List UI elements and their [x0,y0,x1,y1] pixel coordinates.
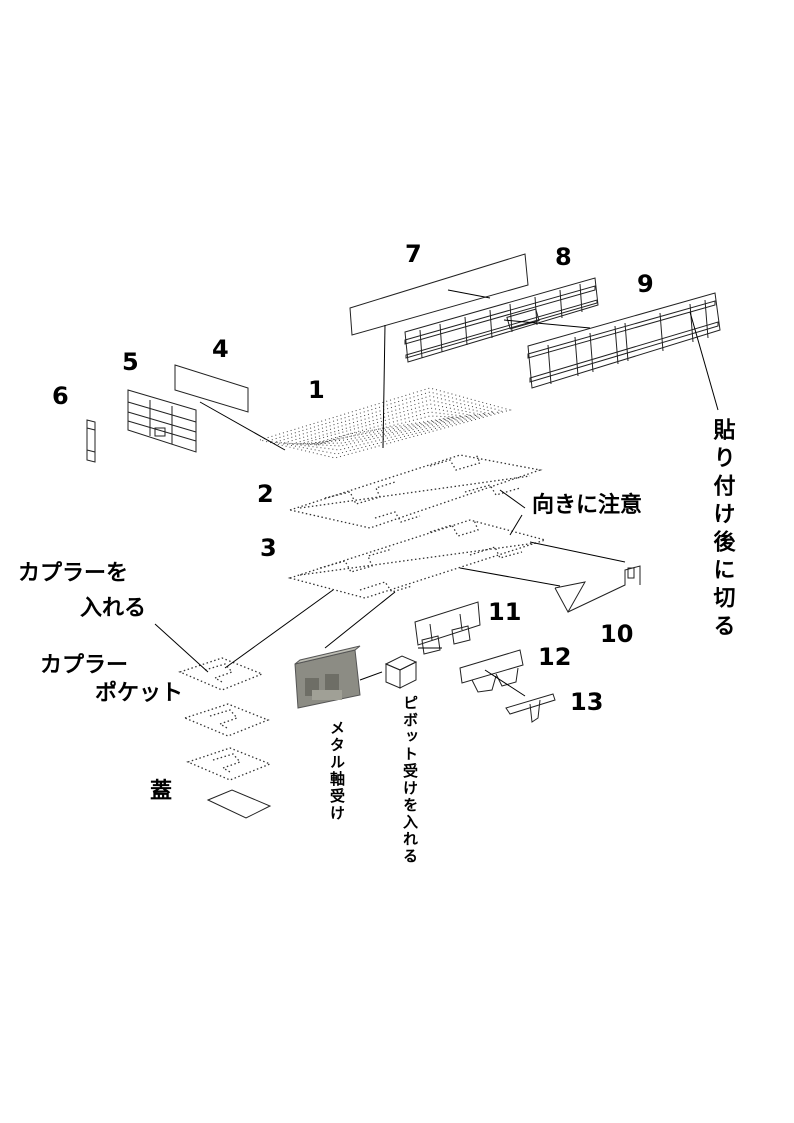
part-2-floor-plate [287,453,543,529]
part-8-side-frame [404,277,599,363]
leader-lines [154,289,719,697]
coupler-pocket-1 [178,657,264,691]
part-6-end-piece [86,419,96,463]
note-lid: 蓋 [150,778,172,804]
label-part-5: 5 [122,348,139,376]
part-7-plate [349,253,529,336]
label-part-2: 2 [257,480,274,508]
part-13-plate [505,693,556,723]
label-part-1: 1 [308,376,325,404]
pivot-bearing-cube [384,655,418,689]
label-part-11: 11 [488,598,521,626]
coupler-pocket-3 [186,747,272,781]
coupler-pocket-2 [183,703,270,737]
part-number-labels: 1 2 3 4 5 6 7 8 9 10 11 12 13 [52,240,654,716]
label-part-8: 8 [555,243,572,271]
part-5-end-plate [127,389,197,453]
annotation-labels: 向きに注意 カプラーを 入れる カプラー ポケット 蓋 [18,492,642,804]
part-11-bolster [414,601,481,655]
vertical-annotation-labels: 貼り付け後に切る メタル軸受け ピボット受けを入れる [328,417,736,865]
label-part-12: 12 [538,643,571,671]
label-part-9: 9 [637,270,654,298]
label-part-4: 4 [212,335,229,363]
part-4-plate [174,364,249,413]
metal-bearing-block [294,645,361,709]
note-coupler-pocket-line2: ポケット [95,680,183,706]
label-part-10: 10 [600,620,633,648]
label-part-6: 6 [52,382,69,410]
label-part-7: 7 [405,240,422,268]
note-cut-after-paste: 貼り付け後に切る [710,417,736,642]
label-part-3: 3 [260,534,277,562]
part-1-floor-mesh [258,387,512,459]
part-3-floor-plate [287,519,548,599]
note-coupler-pocket-line1: カプラー [40,653,128,678]
note-insert-coupler-line2: 入れる [80,596,146,621]
note-insert-coupler-line1: カプラーを [18,561,128,586]
part-12-bolster [459,649,524,693]
part-9-side-frame [527,292,721,389]
coupler-lid [206,789,272,819]
note-direction: 向きに注意 [532,492,642,518]
label-part-13: 13 [570,688,603,716]
note-metal-bearing: メタル軸受け [328,720,346,822]
part-10-bracket [554,565,641,614]
note-insert-pivot-bearing: ピボット受けを入れる [401,695,419,865]
